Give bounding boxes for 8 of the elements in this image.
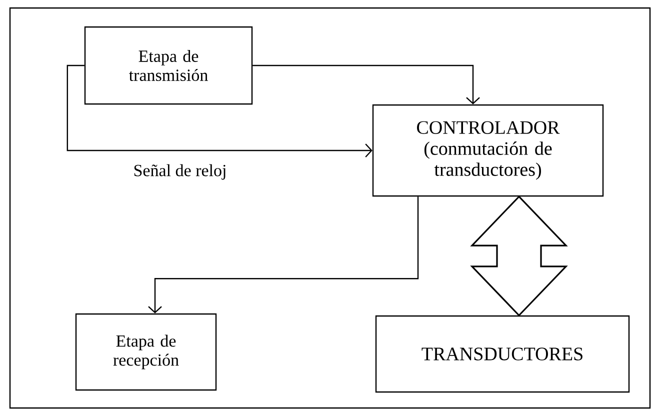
block-box: Etapa de recepción xyxy=(75,313,217,391)
edge-label: Señal de reloj xyxy=(132,163,228,181)
block-box: CONTROLADOR (conmutación de transductores) xyxy=(372,104,604,197)
block-box: TRANSDUCTORES xyxy=(375,315,630,393)
block-box: Etapa de transmisión xyxy=(84,26,253,105)
arrow xyxy=(252,64,480,104)
arrow xyxy=(148,196,419,314)
arrow xyxy=(66,64,372,158)
